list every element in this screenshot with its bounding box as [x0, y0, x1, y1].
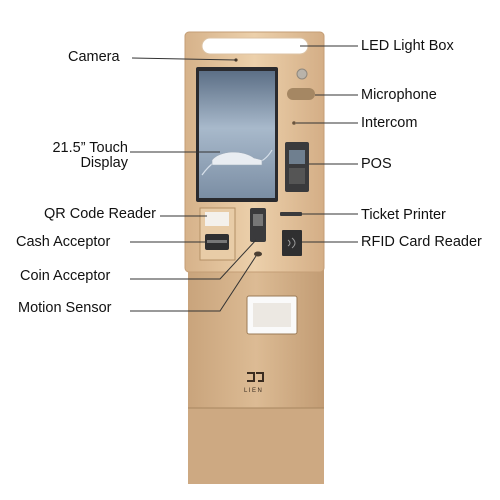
car-icon	[211, 151, 263, 166]
brand-name: LIEN	[244, 388, 264, 394]
intercom-icon	[292, 121, 296, 125]
label-qr-code-reader: QR Code Reader	[43, 206, 156, 222]
speaker-icon	[296, 68, 308, 80]
label-coin-acceptor: Coin Acceptor	[20, 268, 111, 284]
label-microphone: Microphone	[361, 87, 437, 103]
qr-code-reader	[205, 212, 229, 226]
kiosk-base	[188, 408, 324, 484]
label-motion-sensor: Motion Sensor	[18, 300, 112, 316]
ticket-printer-slot	[280, 212, 302, 216]
motion-sensor-icon	[254, 251, 262, 257]
camera-leader	[131, 57, 237, 61]
label-camera: Camera	[68, 49, 120, 65]
led-light-box	[201, 37, 309, 55]
microphone-grille	[287, 88, 315, 100]
label-touch-display-line2: Display	[80, 155, 128, 171]
coin-acceptor-leader	[130, 239, 257, 280]
touch-display-screen	[199, 71, 275, 198]
pos-terminal	[285, 142, 309, 192]
leader-lines	[130, 45, 358, 312]
label-cash-acceptor: Cash Acceptor	[16, 234, 111, 250]
label-intercom: Intercom	[361, 115, 418, 131]
label-ticket-printer: Ticket Printer	[361, 207, 446, 223]
label-rfid-card-reader: RFID Card Reader	[361, 234, 482, 250]
label-touch-display-line1: 21.5” Touch	[52, 140, 128, 156]
label-pos: POS	[361, 156, 392, 172]
lien-logo-icon	[247, 372, 264, 382]
label-touch-display: 21.5” Touch Display	[52, 141, 128, 171]
rfid-card-reader	[282, 230, 302, 256]
label-led-light-box: LED Light Box	[361, 38, 454, 54]
motion-sensor-leader	[130, 255, 257, 312]
